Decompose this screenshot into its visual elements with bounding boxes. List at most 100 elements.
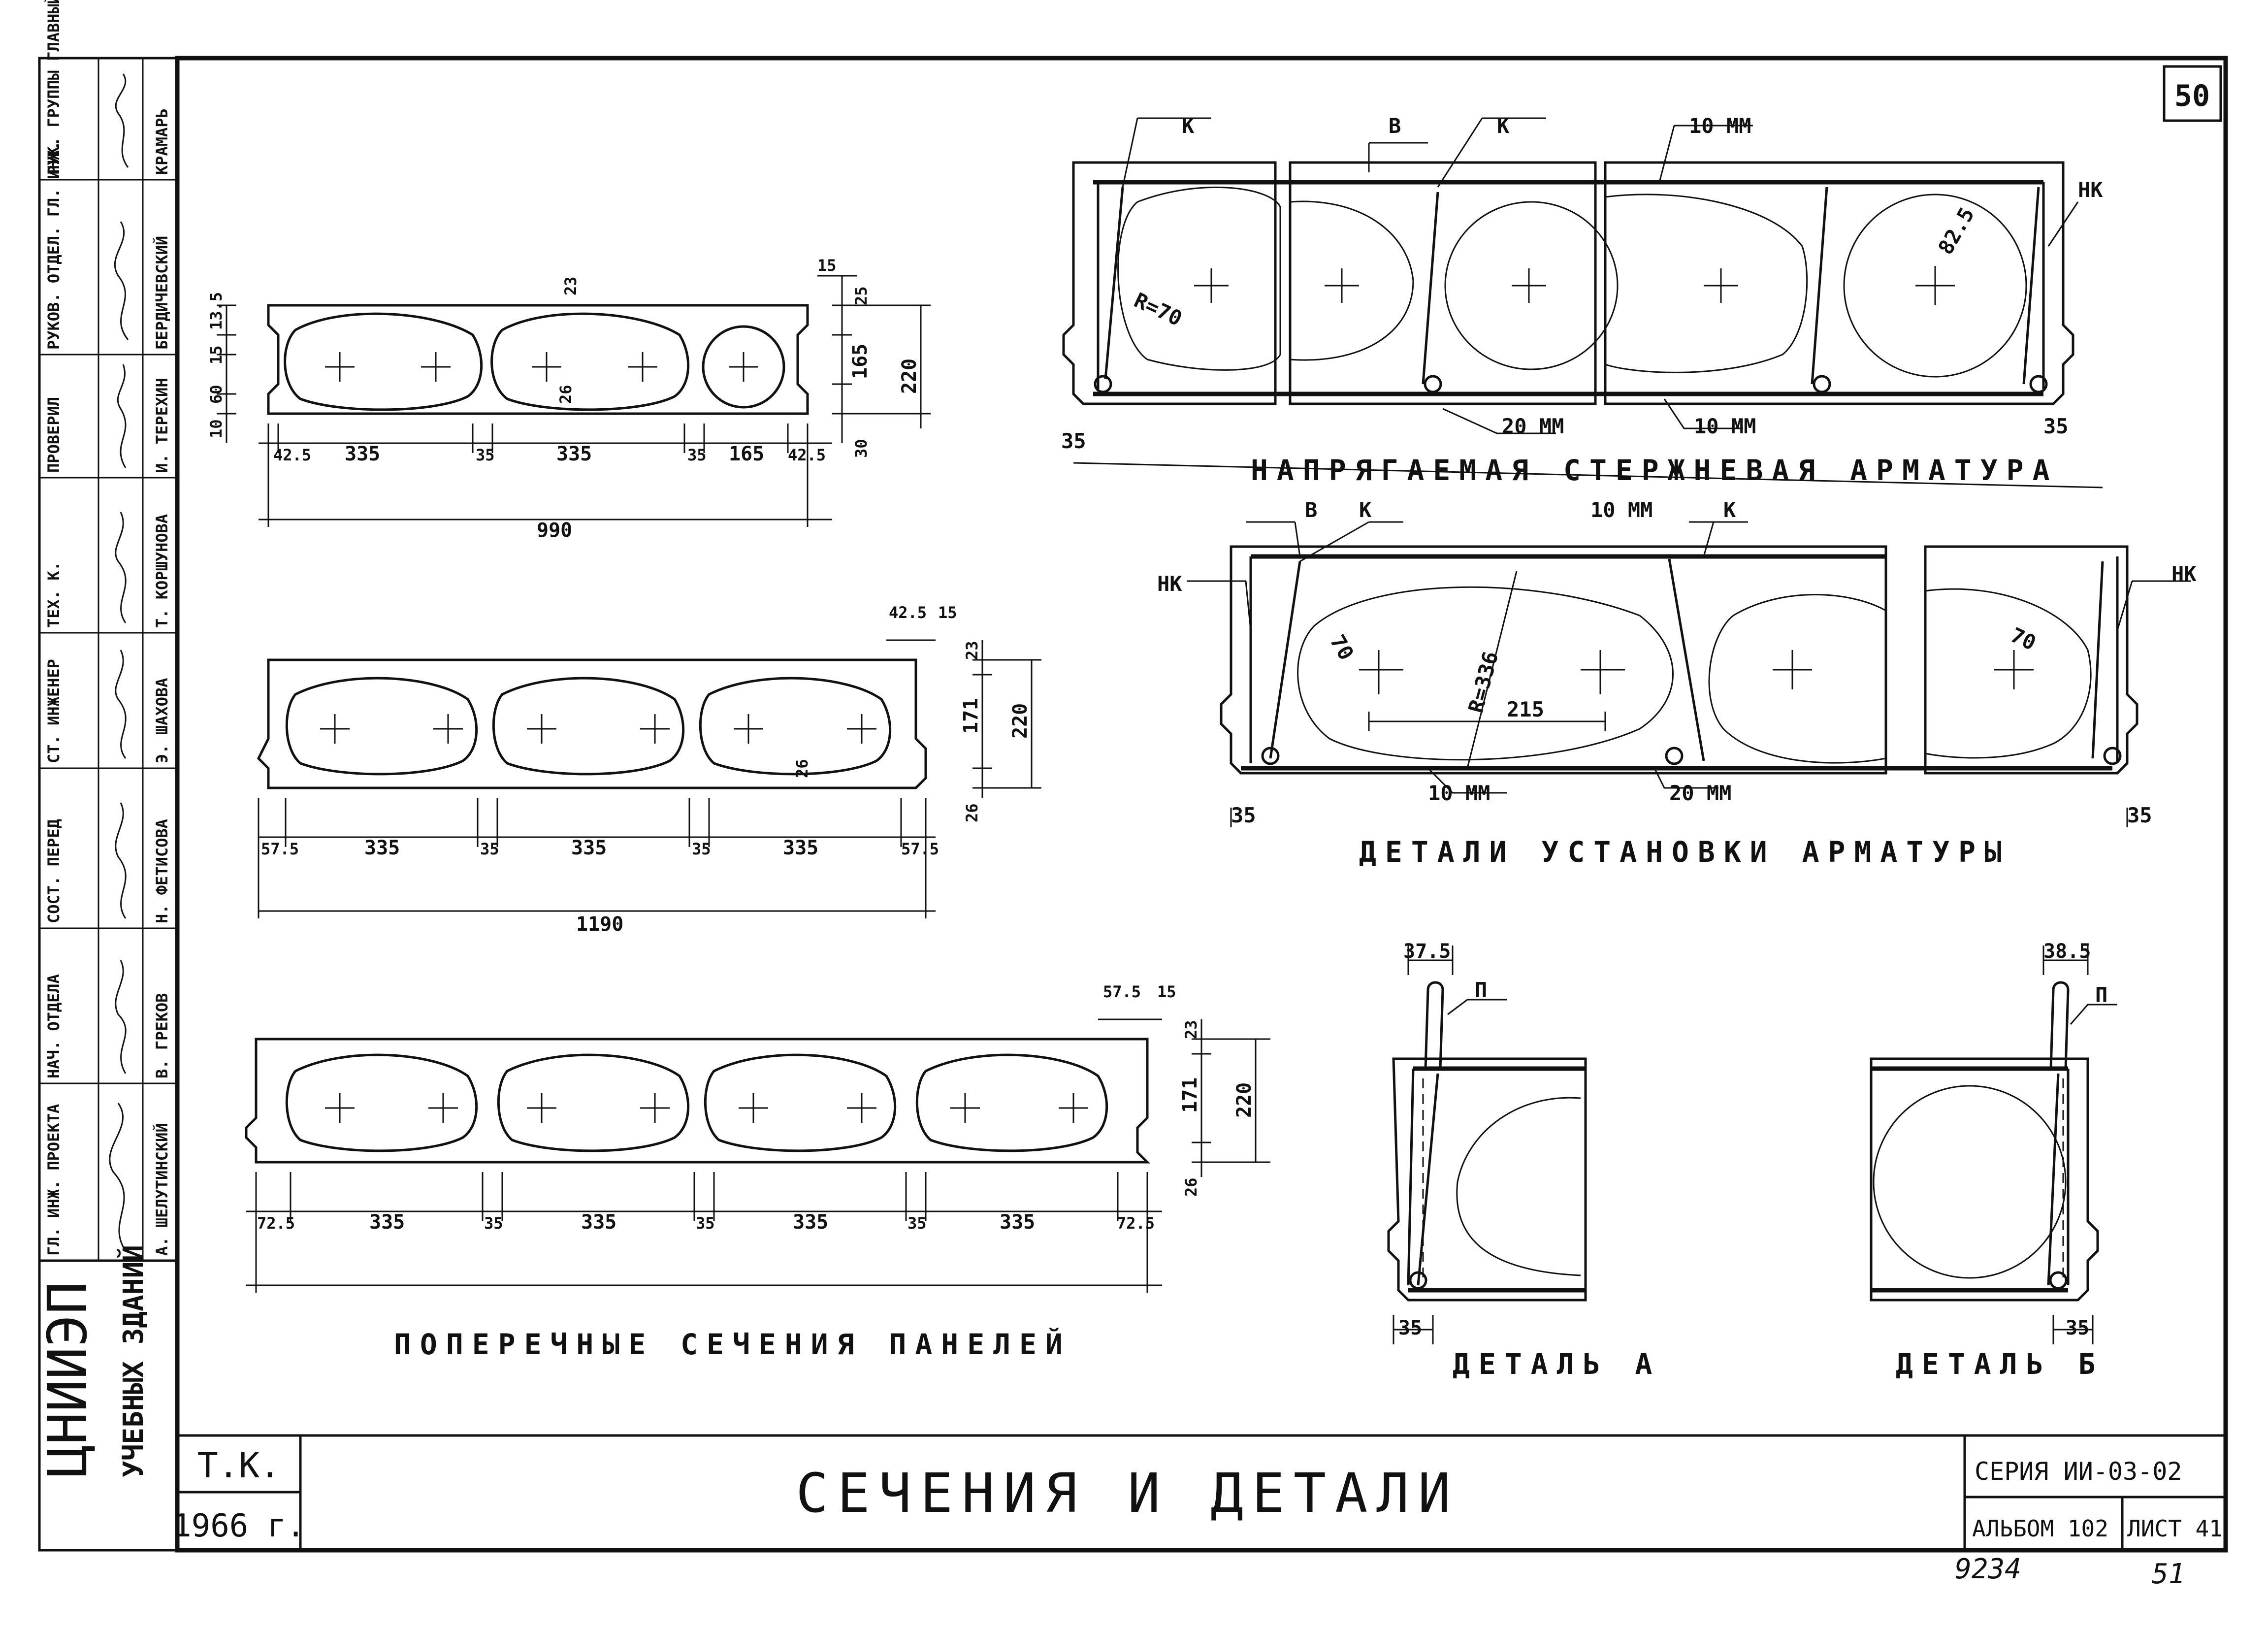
- dim-s2-0: 57.5: [261, 840, 299, 858]
- tb-org: Т.К.: [197, 1445, 281, 1486]
- rm-label-r336: R=336: [1463, 649, 1503, 716]
- rt-label-35r: 35: [2043, 414, 2069, 438]
- rm-label-10mm-b: 10 ММ: [1428, 781, 1490, 805]
- stamp-name-3: Т. КОРШУНОВА: [153, 514, 171, 628]
- void-oval: [285, 677, 478, 776]
- dimension-lines: [217, 275, 931, 527]
- dim-s3-right-3: 220: [1233, 1082, 1256, 1118]
- dim-s3-top-1: 15: [1157, 982, 1176, 1001]
- rt-label-v: В: [1389, 114, 1401, 138]
- dim-s1-left-3: 10: [207, 419, 226, 438]
- caption-sections: ПОПЕРЕЧНЫЕ СЕЧЕНИЯ ПАНЕЛЕЙ: [394, 1327, 1071, 1361]
- stamp-name-7: А. ШЕЛУТИНСКИЙ: [153, 1123, 171, 1256]
- rm-label-70r: 70: [2007, 623, 2040, 655]
- rm-label-nk-l: НК: [1157, 572, 1182, 596]
- void-circle: [702, 325, 785, 409]
- void-oval: [490, 312, 690, 411]
- stamp-name-0: КРАМАРЬ: [153, 108, 171, 175]
- void-oval: [704, 1053, 897, 1152]
- detail-b-title: ДЕТАЛЬ Б: [1896, 1347, 2104, 1381]
- tb-year: 1966 г.: [172, 1508, 305, 1544]
- da-dim-bottom: 35: [1398, 1317, 1422, 1339]
- dim-s3-1: 335: [369, 1211, 405, 1234]
- void-centers: [325, 352, 758, 382]
- dim-s1-right-4: 220: [898, 359, 921, 394]
- dim-s1-left-2: 60: [207, 385, 226, 404]
- rm-label-70l: 70: [1325, 631, 1359, 664]
- dim-s1-left-0: 13.5: [207, 292, 226, 330]
- da-dim-top: 37.5: [1403, 940, 1451, 963]
- rm-label-k2: К: [1723, 498, 1736, 522]
- rt-label-20mm: 20 ММ: [1502, 414, 1564, 438]
- stamp-org-small: УЧЕБНЫХ ЗДАНИЙ: [117, 1245, 150, 1477]
- void-oval: [492, 677, 685, 776]
- stamp-role-3: ТЕХ. К.: [44, 561, 63, 628]
- dim-s2-right-2: 26: [963, 803, 981, 822]
- sheet-stamp-2: 51: [2152, 1558, 2185, 1590]
- dim-s2-5: 335: [783, 837, 818, 859]
- dim-s2-total: 1190: [576, 913, 623, 936]
- dim-s2-right-0: 23: [963, 641, 981, 660]
- da-label-p: П: [1475, 978, 1487, 1002]
- void-oval: [284, 312, 483, 411]
- signatures: [109, 73, 129, 1251]
- stamp-role-1: РУКОВ. ОТДЕЛ. ГЛ. ИНЖ.: [44, 141, 63, 350]
- dim-s3-2: 35: [484, 1214, 503, 1233]
- dim-s3-5: 335: [793, 1211, 828, 1234]
- dim-s1-1: 335: [345, 443, 380, 465]
- dim-s3-top-0: 57.5: [1103, 982, 1141, 1001]
- stamp-role-5: СОСТ. ПЕРЕД: [44, 819, 63, 923]
- sheet-number: 50: [2174, 79, 2210, 113]
- side-stamp: РУК. ГРУППЫ ГЛАВНЫЙ ИНЖ. КРАМАРЬ РУКОВ. …: [36, 0, 179, 1552]
- rt-label-10mm-b: 10 ММ: [1694, 414, 1756, 438]
- rm-label-35l: 35: [1231, 803, 1256, 827]
- sheet-number-box: [2163, 65, 2222, 122]
- tb-album: АЛЬБОМ 102: [1972, 1515, 2108, 1542]
- stamp-role-4: СТ. ИНЖЕНЕР: [44, 659, 63, 763]
- dim-s1-inner-1: 26: [556, 385, 575, 404]
- dim-s3-3: 335: [581, 1211, 616, 1234]
- stamp-name-5: Н. ФЕТИСОВА: [153, 819, 171, 923]
- stamp-role-7: ГЛ. ИНЖ. ПРОЕКТА: [44, 1104, 63, 1256]
- detail-a: 37.5 П 35 ДЕТАЛЬ А: [1387, 940, 1661, 1381]
- dim-s1-5: 165: [729, 443, 764, 465]
- rt-label-r70: R=70: [1131, 288, 1186, 331]
- sheet-stamp: 9234: [1955, 1553, 2021, 1585]
- caption-reinf-top: НАПРЯГАЕМАЯ СТЕРЖНЕВАЯ АРМАТУРА: [1251, 454, 2059, 487]
- dim-s2-2: 35: [480, 840, 499, 858]
- dim-s2-right-3: 220: [1009, 703, 1032, 739]
- dim-s2-6: 57.5: [901, 840, 939, 858]
- dim-s2-3: 335: [571, 837, 607, 859]
- rm-label-10mm: 10 ММ: [1590, 498, 1652, 522]
- dim-s1-right-0: 15: [817, 256, 837, 275]
- rt-label-k2: К: [1497, 114, 1510, 138]
- dim-s2-top-1: 15: [938, 603, 957, 622]
- tb-sheet: ЛИСТ 41: [2127, 1515, 2223, 1542]
- rt-label-10mm: 10 ММ: [1689, 114, 1751, 138]
- dim-s3-right-2: 26: [1182, 1177, 1200, 1197]
- reinforcement-top: К В К 10 ММ НК R=70 82.5 20 ММ 10 ММ 35 …: [1061, 114, 2103, 489]
- section-1190: 57.5 335 35 335 35 335 57.5 1190 42.5 15…: [257, 603, 1041, 936]
- void-oval: [285, 1053, 478, 1152]
- rm-label-215: 215: [1507, 697, 1544, 721]
- stamp-role-2: ПРОВЕРИЛ: [44, 397, 63, 473]
- stamp-name-4: Э. ШАХОВА: [153, 678, 171, 763]
- section-4-voids: 72.5 335 35 335 35 335 35 335 72.5 57.5 …: [245, 982, 1270, 1361]
- void-centers: [320, 714, 876, 744]
- stamp-name-2: И. ТЕРЕХИН: [153, 378, 171, 473]
- dim-s2-4: 35: [692, 840, 711, 858]
- dim-s1-right-1: 25: [852, 286, 871, 305]
- dim-s3-right-0: 23: [1182, 1020, 1200, 1039]
- dim-s3-6: 35: [907, 1214, 927, 1233]
- dim-s3-right-1: 171: [1179, 1077, 1201, 1113]
- dim-s1-left-1: 15: [207, 345, 226, 364]
- rm-label-k1: К: [1359, 498, 1372, 522]
- dim-s3-0: 72.5: [257, 1214, 295, 1233]
- db-dim-top: 38.5: [2043, 940, 2091, 963]
- dimension-lines: [246, 1018, 1270, 1293]
- dim-s1-4: 35: [687, 446, 707, 464]
- detail-a-title: ДЕТАЛЬ А: [1453, 1347, 1661, 1381]
- caption-reinf-mid: ДЕТАЛИ УСТАНОВКИ АРМАТУРЫ: [1359, 835, 2010, 869]
